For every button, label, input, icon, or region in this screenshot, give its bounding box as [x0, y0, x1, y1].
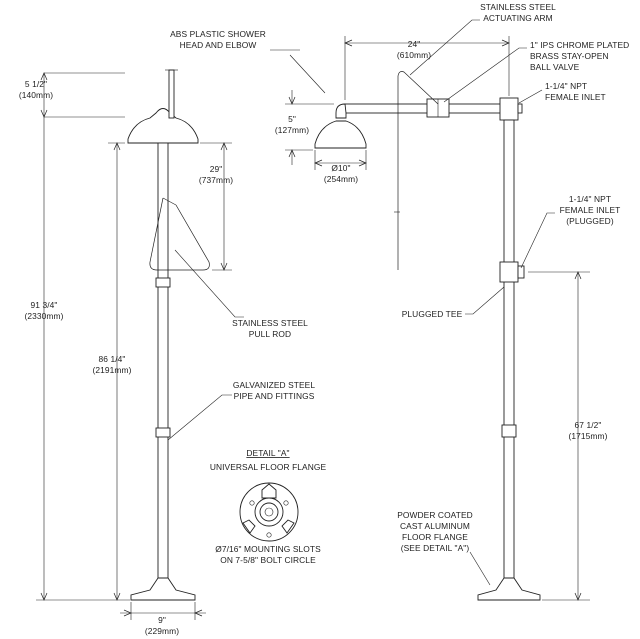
dim-24: 24"(610mm): [397, 39, 431, 60]
front-coupling-1: [155, 277, 171, 288]
dim-9: 9"(229mm): [145, 615, 179, 636]
side-top-tee: [499, 97, 519, 121]
detail-a-flange: [239, 482, 299, 542]
plugged-tee-label: PLUGGED TEE: [402, 309, 463, 319]
detail-a-title: DETAIL "A": [246, 448, 289, 458]
dim-91: 91 3/4"(2330mm): [25, 300, 64, 321]
front-pull-rod: [149, 197, 210, 271]
detail-a-subtitle: UNIVERSAL FLOOR FLANGE: [210, 462, 327, 472]
dim-29: 29"(737mm): [199, 164, 233, 185]
front-shower-head: [127, 108, 199, 144]
dim-86: 86 1/4"(2191mm): [93, 354, 132, 375]
side-plugged-tee: [499, 261, 519, 283]
side-actuating-arm: [397, 71, 439, 270]
side-floor-flange: [477, 577, 541, 601]
side-view: [285, 19, 590, 601]
dim-67: 67 1/2"(1715mm): [569, 420, 608, 441]
front-view: [36, 49, 326, 620]
front-main-pipe: [157, 142, 169, 584]
side-horizontal-pipe: [344, 103, 508, 114]
side-shower-elbow: [335, 103, 347, 119]
side-main-pipe: [503, 119, 515, 581]
front-coupling-2: [155, 427, 171, 438]
front-elbow-stem: [168, 69, 175, 119]
dimensions: 5 1/2"(140mm) 29"(737mm) 91 3/4"(2330mm)…: [19, 39, 608, 636]
front-floor-flange: [130, 577, 196, 601]
dim-10: Ø10"(254mm): [324, 163, 358, 184]
dim-5-5: 5 1/2"(140mm): [19, 79, 53, 100]
side-coupling: [501, 424, 517, 438]
side-shower-head: [314, 120, 367, 149]
dim-5: 5"(127mm): [275, 114, 309, 135]
